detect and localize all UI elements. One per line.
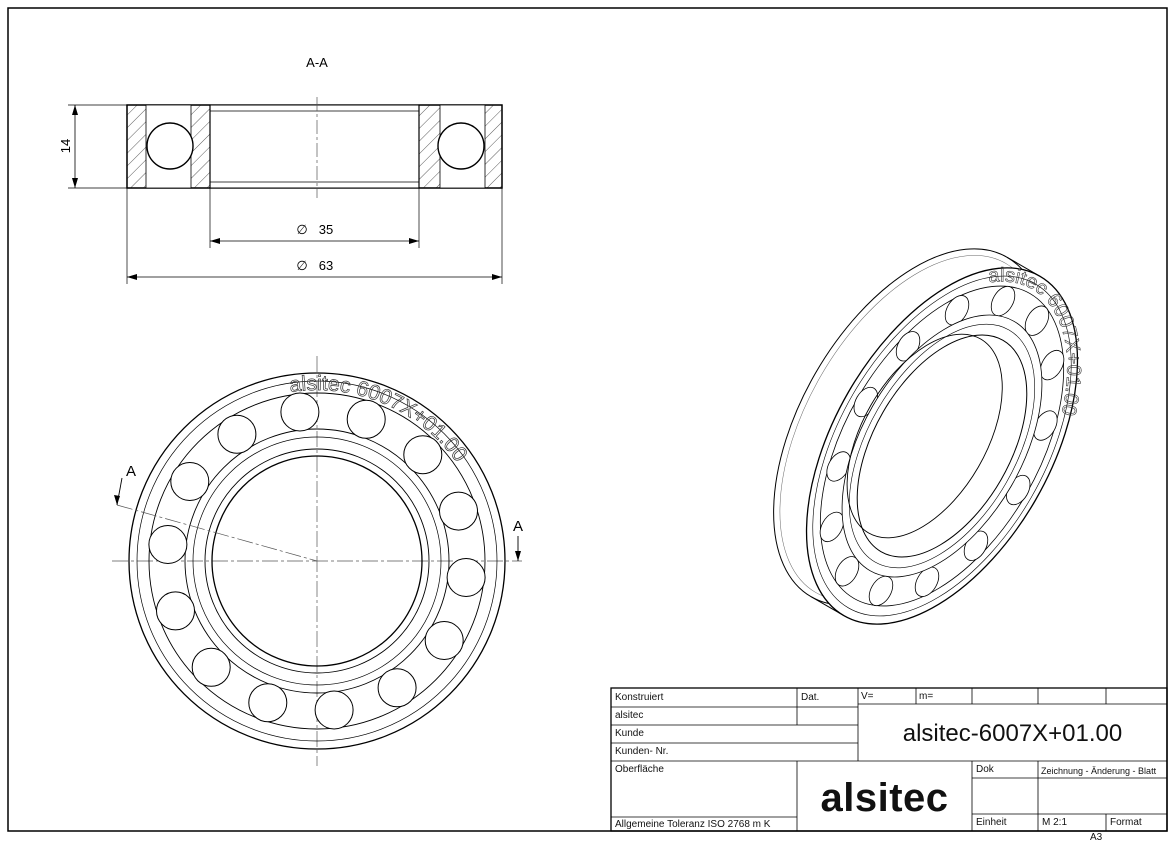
oberflaeche-label: Oberfläche [615,764,664,775]
ball [248,683,288,723]
cut-mark-right: A [513,518,523,535]
ball [439,491,478,531]
ball [446,558,486,597]
section-title: A-A [306,55,328,70]
dok-label: Dok [976,764,994,775]
ball [424,621,464,660]
dat-label: Dat. [801,692,820,703]
toleranz-label: Allgemeine Toleranz ISO 2768 m K [615,819,771,830]
iso-ball [944,295,970,326]
dim-outer-label: 63 [319,258,333,273]
ball [156,591,195,631]
ball [191,647,231,687]
dim-inner-symbol: ∅ [296,223,307,238]
part-name: alsitec-6007X+01.00 [902,720,1123,747]
title-block: Konstruiert alsitec Kunde Kunden- Nr. Da… [611,688,1167,831]
dim-outer-symbol: ∅ [296,259,307,274]
ball [377,668,417,708]
ball [346,399,386,439]
dim-inner-label: 35 [319,222,333,237]
dim-height-label: 14 [58,139,73,153]
section-view: A-A 14 ∅ 35 ∅ 63 [58,55,503,284]
ball [148,525,188,564]
format-value: A3 [1090,832,1103,843]
company-logo: alsitec [820,776,949,820]
ball [217,414,257,454]
v-label: V= [861,691,874,702]
kunden-nr-label: Kunden- Nr. [615,746,669,757]
iso-ball [819,511,845,543]
isometric-view: alsitec 6007X+01.00 [773,248,1131,625]
iso-ball-set [819,285,1065,607]
iso-ball [914,566,940,597]
format-label: Format [1110,817,1142,828]
konstruiert-label: Konstruiert [615,692,664,703]
ball [280,392,320,432]
ball [170,462,210,501]
iso-ball [1039,349,1065,381]
ball [314,690,354,730]
front-view: alsitec 6007X+01.00 A A [112,356,523,766]
einheit-label: Einheit [976,817,1007,828]
scale-value: M 2:1 [1042,817,1068,828]
ball-set [148,392,486,730]
zeichnung-label: Zeichnung - Änderung - Blatt [1041,766,1157,776]
m-label: m= [919,691,934,702]
kunde-label: Kunde [615,728,644,739]
cut-mark-left: A [126,463,136,480]
konstruiert-value: alsitec [615,710,644,721]
sheet-border [7,7,1168,832]
ball [403,435,443,475]
title-block-grid [610,687,1168,832]
